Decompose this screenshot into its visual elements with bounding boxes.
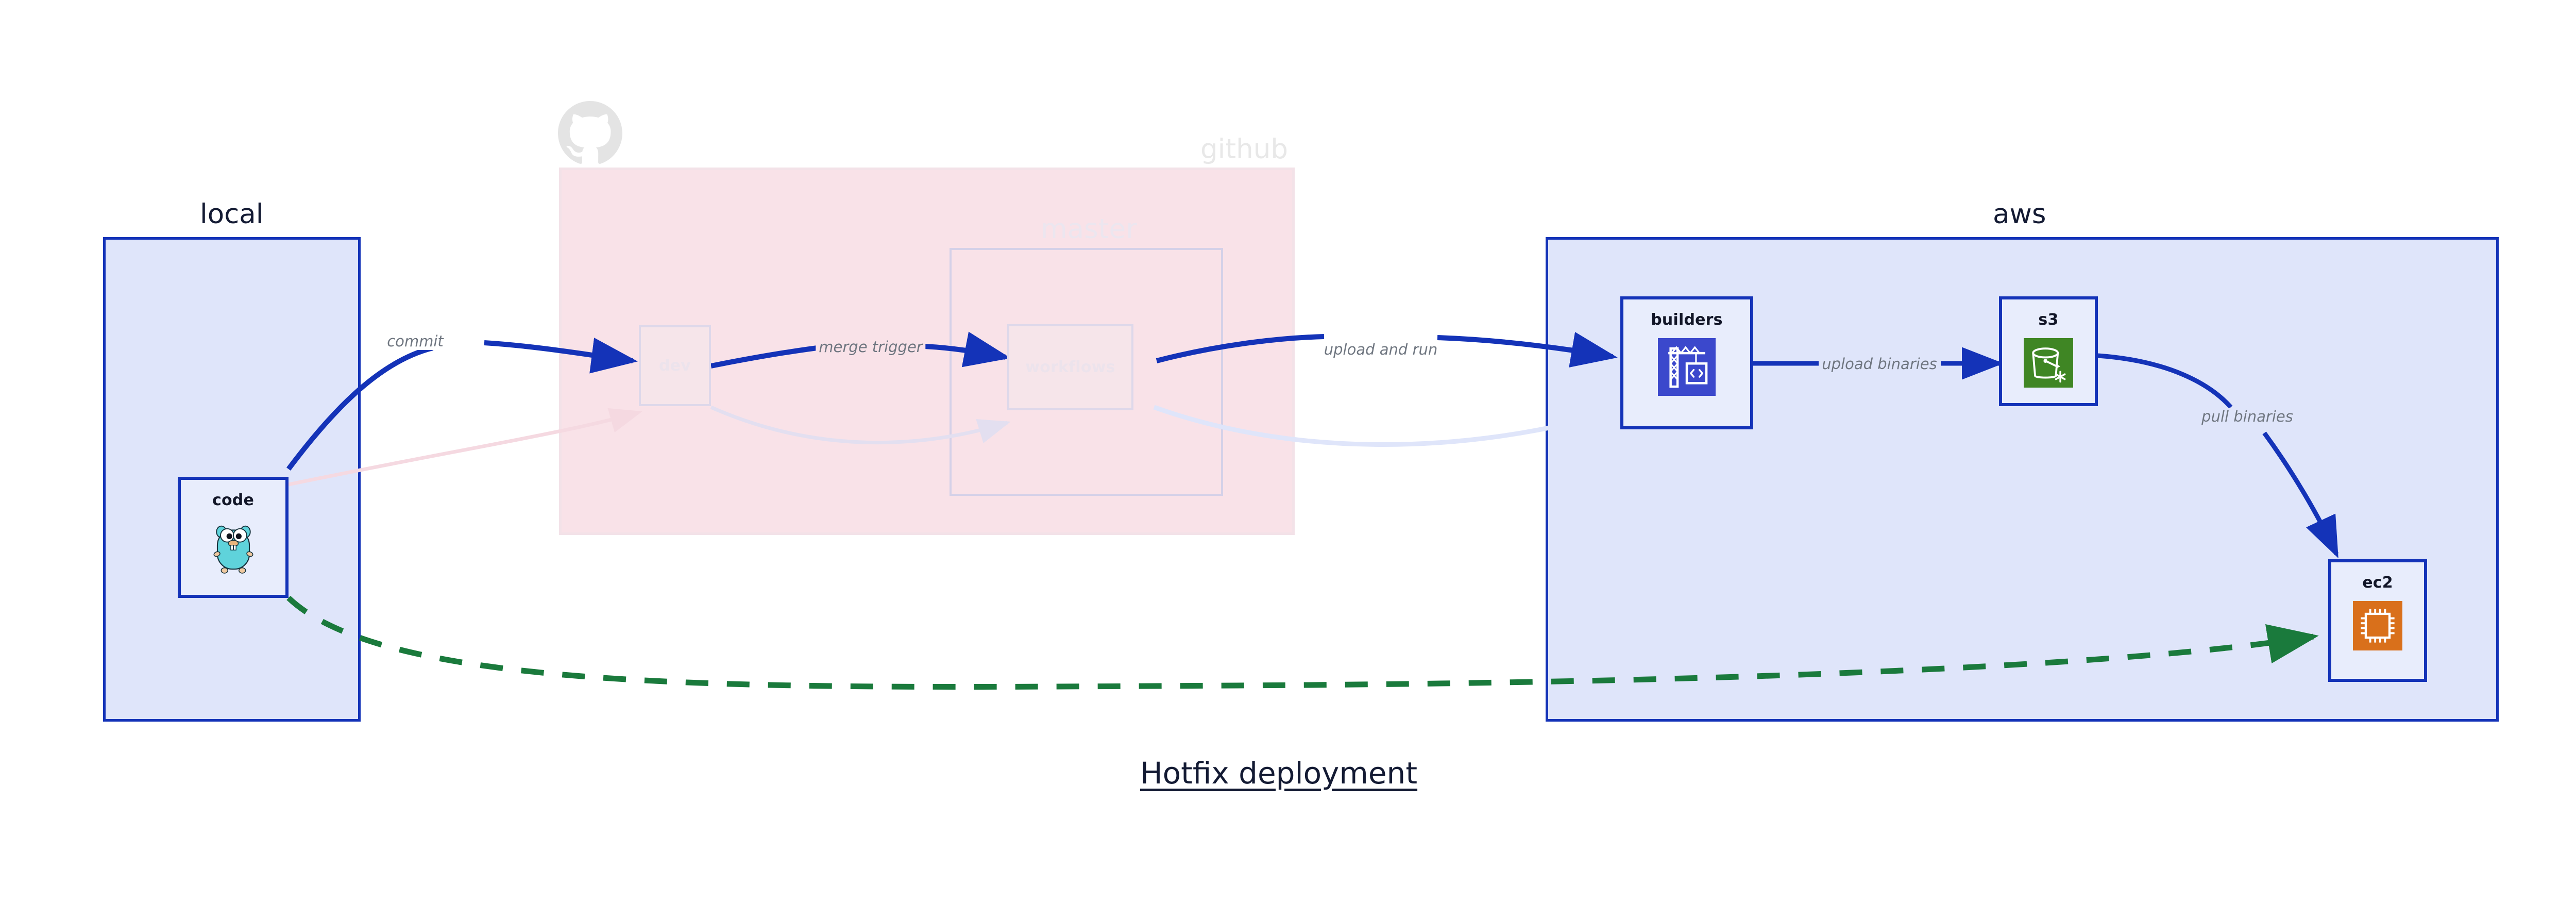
- aws-codebuild-icon: [1658, 338, 1716, 396]
- node-s3-label: s3: [2038, 311, 2059, 329]
- node-code-label: code: [212, 491, 254, 509]
- go-gopher-icon: [213, 525, 253, 574]
- cluster-master[interactable]: [950, 248, 1223, 496]
- node-s3[interactable]: s3: [1999, 296, 2098, 406]
- cluster-local-label: local: [200, 198, 264, 230]
- node-workflows-label: workflows: [1025, 358, 1115, 376]
- edge-label-upload-and-run: upload and run: [1320, 341, 1441, 358]
- edge-label-upload-binaries: upload binaries: [1819, 355, 1940, 373]
- cluster-master-label: master: [1041, 213, 1137, 245]
- node-builders[interactable]: builders: [1620, 296, 1753, 429]
- edge-label-pull-binaries: pull binaries: [2198, 408, 2296, 425]
- node-dev-label: dev: [659, 357, 691, 375]
- node-ec2[interactable]: ec2: [2328, 559, 2427, 682]
- node-dev[interactable]: dev: [639, 325, 711, 406]
- node-builders-label: builders: [1651, 311, 1723, 329]
- node-workflows[interactable]: workflows: [1007, 324, 1133, 410]
- aws-ec2-chip-icon: [2353, 601, 2402, 650]
- diagram-title: Hotfix deployment: [1140, 756, 1418, 791]
- cluster-github-label: github: [1200, 133, 1288, 165]
- github-octocat-icon: [558, 101, 622, 164]
- edge-label-merge-trigger: merge trigger: [816, 338, 926, 356]
- aws-s3-glacier-icon: [2024, 338, 2073, 388]
- edge-label-commit: commit: [384, 332, 447, 350]
- cluster-aws-label: aws: [1993, 198, 2046, 230]
- node-code[interactable]: code: [178, 477, 289, 598]
- node-ec2-label: ec2: [2362, 574, 2393, 592]
